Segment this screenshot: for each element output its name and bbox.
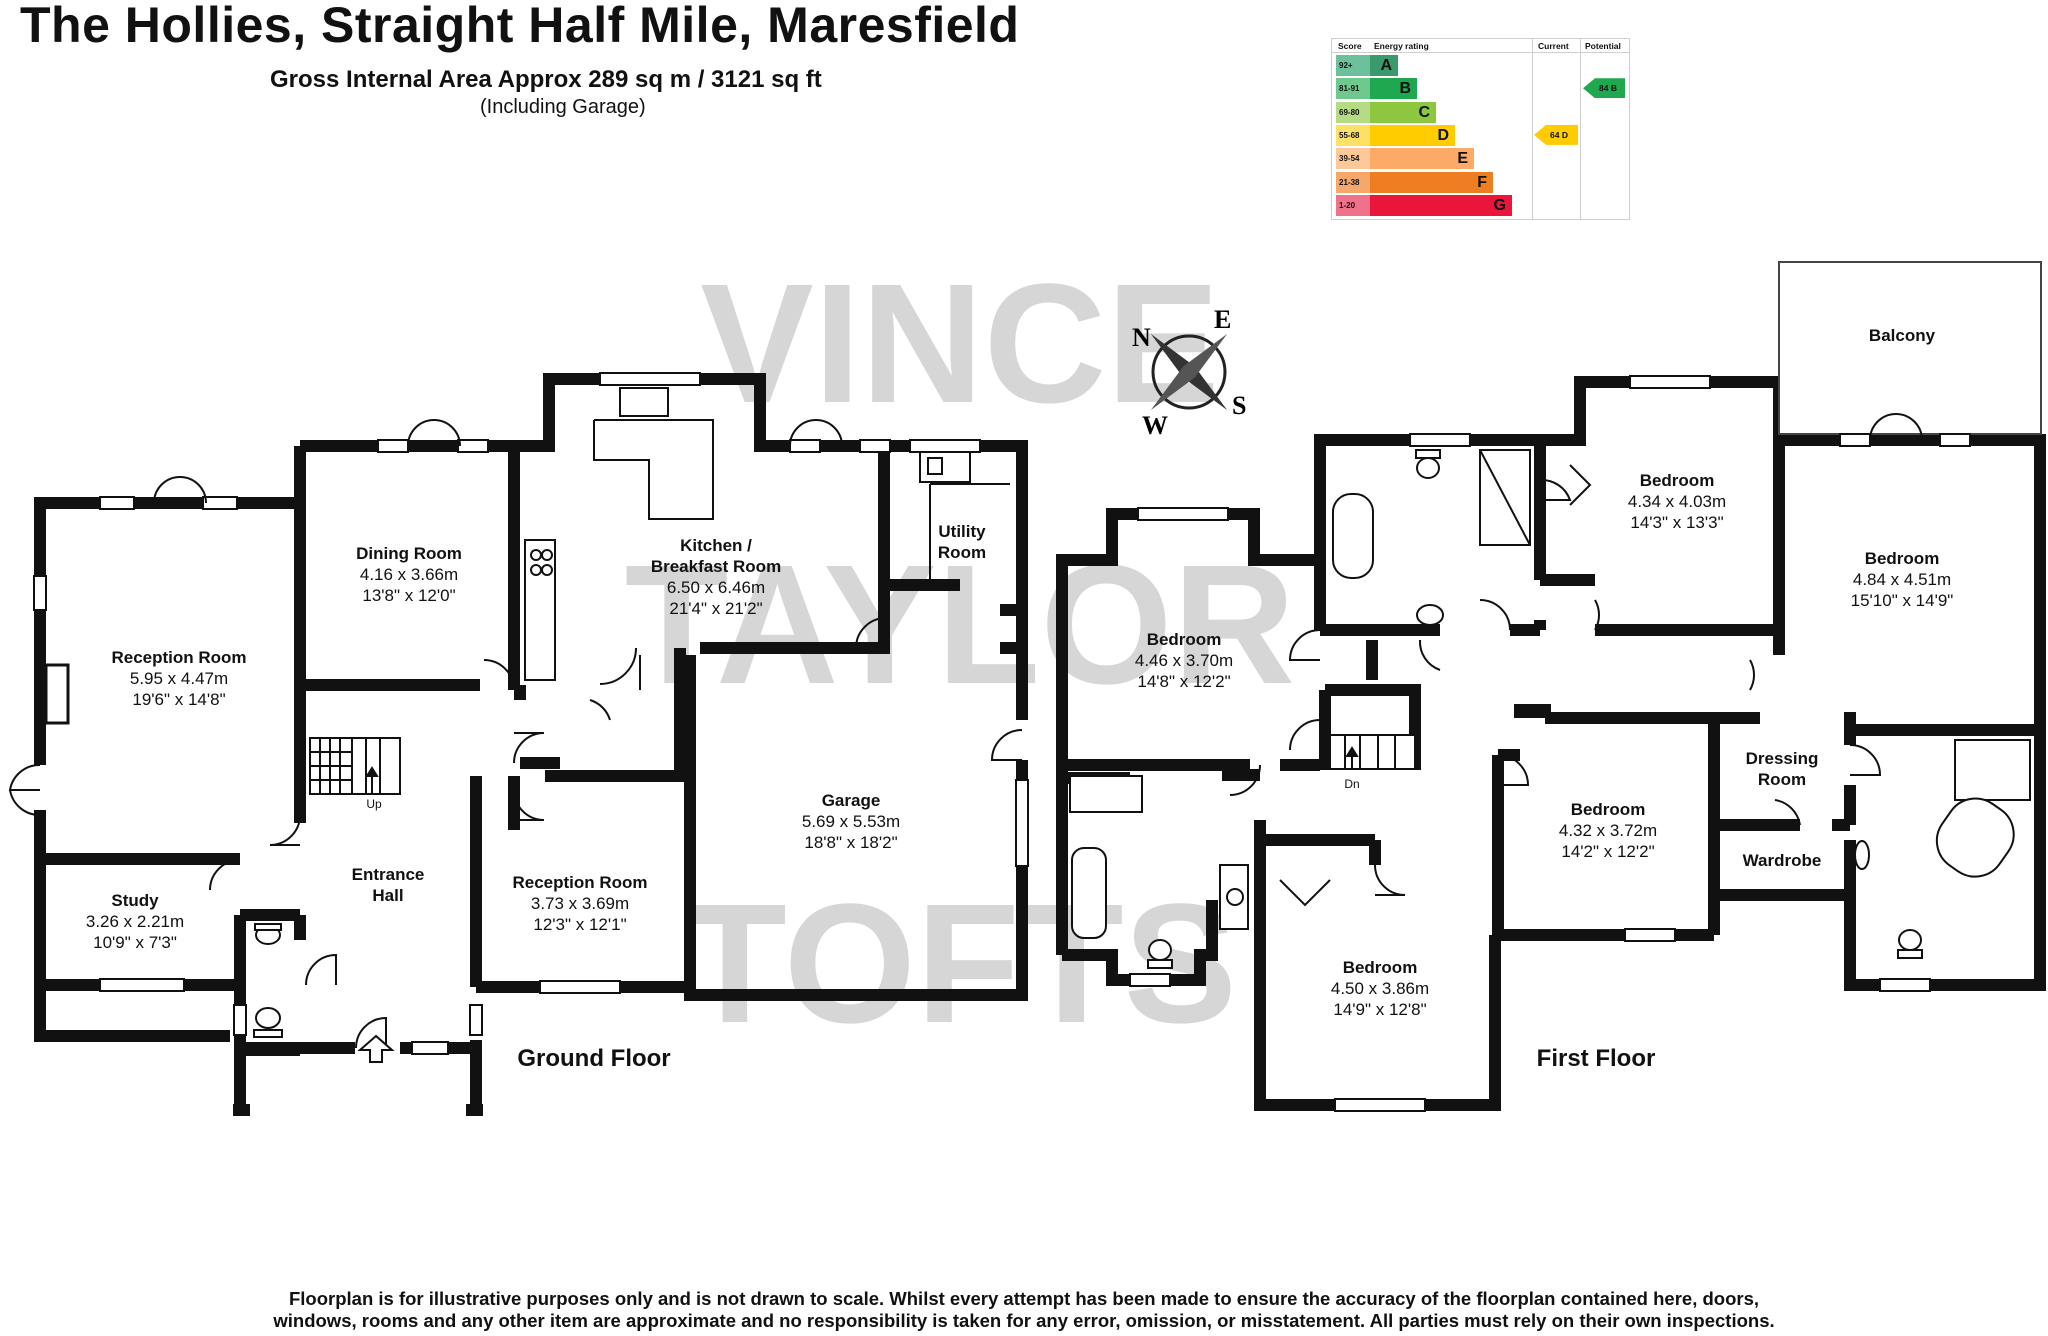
epc-band-bar: D bbox=[1370, 124, 1455, 146]
room-imperial: 14'8" x 12'2" bbox=[1137, 672, 1230, 691]
ground-floor-openings bbox=[8, 372, 1029, 1063]
room-name: Reception Room bbox=[111, 648, 246, 667]
floor-label: First Floor bbox=[1537, 1045, 1656, 1072]
epc-band-bar: G bbox=[1370, 194, 1512, 216]
garage-note: (Including Garage) bbox=[480, 96, 646, 118]
first-floor-stairs bbox=[1329, 734, 1416, 770]
epc-current-header: Current bbox=[1538, 41, 1569, 51]
epc-band-score: 92+ bbox=[1336, 55, 1370, 76]
epc-potential-arrow: 84 B bbox=[1583, 78, 1625, 99]
compass-s: S bbox=[1232, 391, 1246, 420]
disclaimer-line: Floorplan is for illustrative purposes o… bbox=[288, 1288, 1760, 1309]
compass-e: E bbox=[1214, 305, 1231, 334]
epc-current-arrow: 64 D bbox=[1534, 124, 1578, 145]
room-imperial: 19'6" x 14'8" bbox=[132, 690, 225, 709]
entrance-porch-walls bbox=[234, 1048, 482, 1115]
room-imperial: 10'9" x 7'3" bbox=[93, 933, 177, 952]
room-metric: 4.32 x 3.72m bbox=[1559, 821, 1657, 840]
room-imperial: 21'4" x 21'2" bbox=[669, 599, 762, 618]
room-metric: 3.73 x 3.69m bbox=[531, 894, 629, 913]
room-name: Bedroom bbox=[1571, 800, 1646, 819]
room-name: Bedroom bbox=[1640, 471, 1715, 490]
ground-floor-labels: Reception Room 5.95 x 4.47m 19'6" x 14'8… bbox=[86, 522, 986, 1072]
epc-potential-header: Potential bbox=[1585, 41, 1621, 51]
room-name: Room bbox=[1758, 770, 1806, 789]
epc-score-header: Score bbox=[1338, 41, 1362, 51]
epc-divider bbox=[1532, 39, 1533, 219]
room-imperial: 12'3" x 12'1" bbox=[533, 915, 626, 934]
epc-band-bar: A bbox=[1370, 55, 1398, 76]
room-imperial: 18'8" x 18'2" bbox=[804, 833, 897, 852]
epc-band-score: 55-68 bbox=[1336, 124, 1370, 146]
room-name: Kitchen / bbox=[680, 536, 752, 555]
epc-divider bbox=[1580, 39, 1581, 219]
room-name: Utility bbox=[938, 522, 986, 541]
epc-band-bar: C bbox=[1370, 101, 1436, 123]
epc-rating-header: Energy rating bbox=[1374, 41, 1429, 51]
floor-label: Ground Floor bbox=[517, 1045, 670, 1072]
watermark-line: TOFTS bbox=[683, 869, 1237, 1059]
room-metric: 5.95 x 4.47m bbox=[130, 669, 228, 688]
room-imperial: 15'10" x 14'9" bbox=[1851, 591, 1954, 610]
watermark-line: VINCE bbox=[700, 249, 1220, 439]
room-metric: 4.84 x 4.51m bbox=[1853, 570, 1951, 589]
disclaimer-line: windows, rooms and any other item are ap… bbox=[273, 1310, 1775, 1331]
room-name: Hall bbox=[372, 886, 403, 905]
compass-w: W bbox=[1142, 411, 1168, 440]
room-name: Room bbox=[938, 543, 986, 562]
watermark-line: TAYLOR bbox=[625, 530, 1296, 720]
epc-band-score: 21-38 bbox=[1336, 171, 1370, 193]
epc-band-score: 39-54 bbox=[1336, 148, 1370, 170]
room-metric: 4.34 x 4.03m bbox=[1628, 492, 1726, 511]
room-metric: 4.46 x 3.70m bbox=[1135, 651, 1233, 670]
room-name: Bedroom bbox=[1343, 958, 1418, 977]
room-metric: 3.26 x 2.21m bbox=[86, 912, 184, 931]
room-name: Breakfast Room bbox=[651, 557, 781, 576]
first-floor-labels: Bedroom 4.46 x 3.70m 14'8" x 12'2" Bedro… bbox=[1135, 326, 1953, 1072]
stairs-label: Up bbox=[366, 797, 382, 811]
epc-band-score: 69-80 bbox=[1336, 101, 1370, 123]
epc-band-bar: F bbox=[1370, 171, 1493, 193]
room-name: Bedroom bbox=[1147, 630, 1222, 649]
room-name: Balcony bbox=[1869, 326, 1936, 345]
room-imperial: 14'3" x 13'3" bbox=[1630, 513, 1723, 532]
room-metric: 4.16 x 3.66m bbox=[360, 565, 458, 584]
gross-internal-area: Gross Internal Area Approx 289 sq m / 31… bbox=[270, 66, 822, 93]
ground-stairs bbox=[309, 737, 401, 795]
room-metric: 5.69 x 5.53m bbox=[802, 812, 900, 831]
property-title: The Hollies, Straight Half Mile, Maresfi… bbox=[20, 0, 1020, 53]
room-name: Dressing bbox=[1746, 749, 1819, 768]
disclaimer: Floorplan is for illustrative purposes o… bbox=[0, 1288, 2048, 1332]
epc-band-bar: E bbox=[1370, 148, 1474, 170]
first-floor-openings bbox=[1069, 261, 2042, 1112]
stairs-label: Dn bbox=[1344, 777, 1359, 791]
epc-band-score: 81-91 bbox=[1336, 78, 1370, 100]
epc-band-bar: B bbox=[1370, 78, 1417, 100]
room-imperial: 14'2" x 12'2" bbox=[1561, 842, 1654, 861]
room-name: Study bbox=[111, 891, 159, 910]
room-imperial: 14'9" x 12'8" bbox=[1333, 1000, 1426, 1019]
room-metric: 4.50 x 3.86m bbox=[1331, 979, 1429, 998]
room-name: Dining Room bbox=[356, 544, 462, 563]
room-name: Entrance bbox=[352, 865, 425, 884]
watermark: VINCE TAYLOR TOFTS bbox=[625, 249, 1296, 1059]
compass-n: N bbox=[1132, 323, 1151, 352]
epc-band-score: 1-20 bbox=[1336, 194, 1370, 216]
room-name: Garage bbox=[822, 791, 881, 810]
room-metric: 6.50 x 6.46m bbox=[667, 578, 765, 597]
epc-header-divider bbox=[1332, 52, 1629, 53]
room-name: Reception Room bbox=[512, 873, 647, 892]
compass-rose: N E S W bbox=[1132, 305, 1246, 440]
energy-rating-chart: Score Energy rating Current Potential 92… bbox=[1331, 38, 1630, 220]
room-name: Wardrobe bbox=[1743, 851, 1822, 870]
room-imperial: 13'8" x 12'0" bbox=[362, 586, 455, 605]
room-name: Bedroom bbox=[1865, 549, 1940, 568]
